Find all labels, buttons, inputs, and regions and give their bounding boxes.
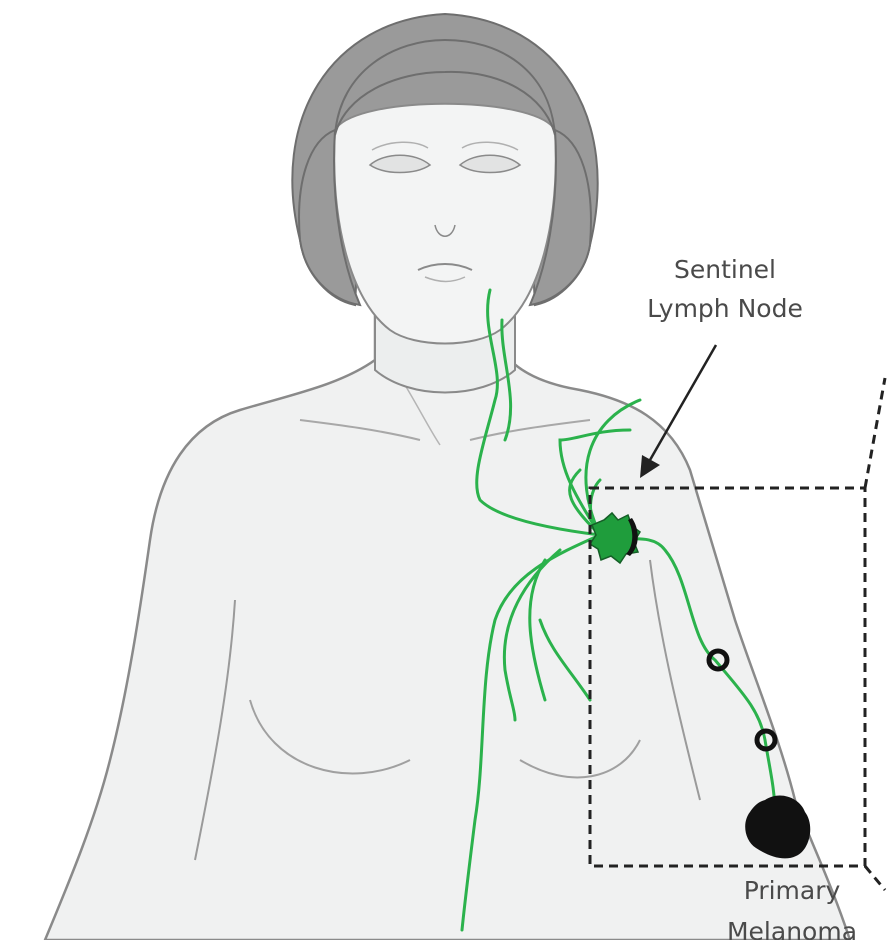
body bbox=[45, 300, 850, 940]
sentinel-label-line2: Lymph Node bbox=[647, 294, 803, 323]
sentinel-label-line1: Sentinel bbox=[674, 255, 776, 284]
primary-label-line1: Primary bbox=[744, 876, 841, 905]
primary-label-line2: Melanoma bbox=[727, 917, 857, 940]
face bbox=[334, 104, 556, 344]
